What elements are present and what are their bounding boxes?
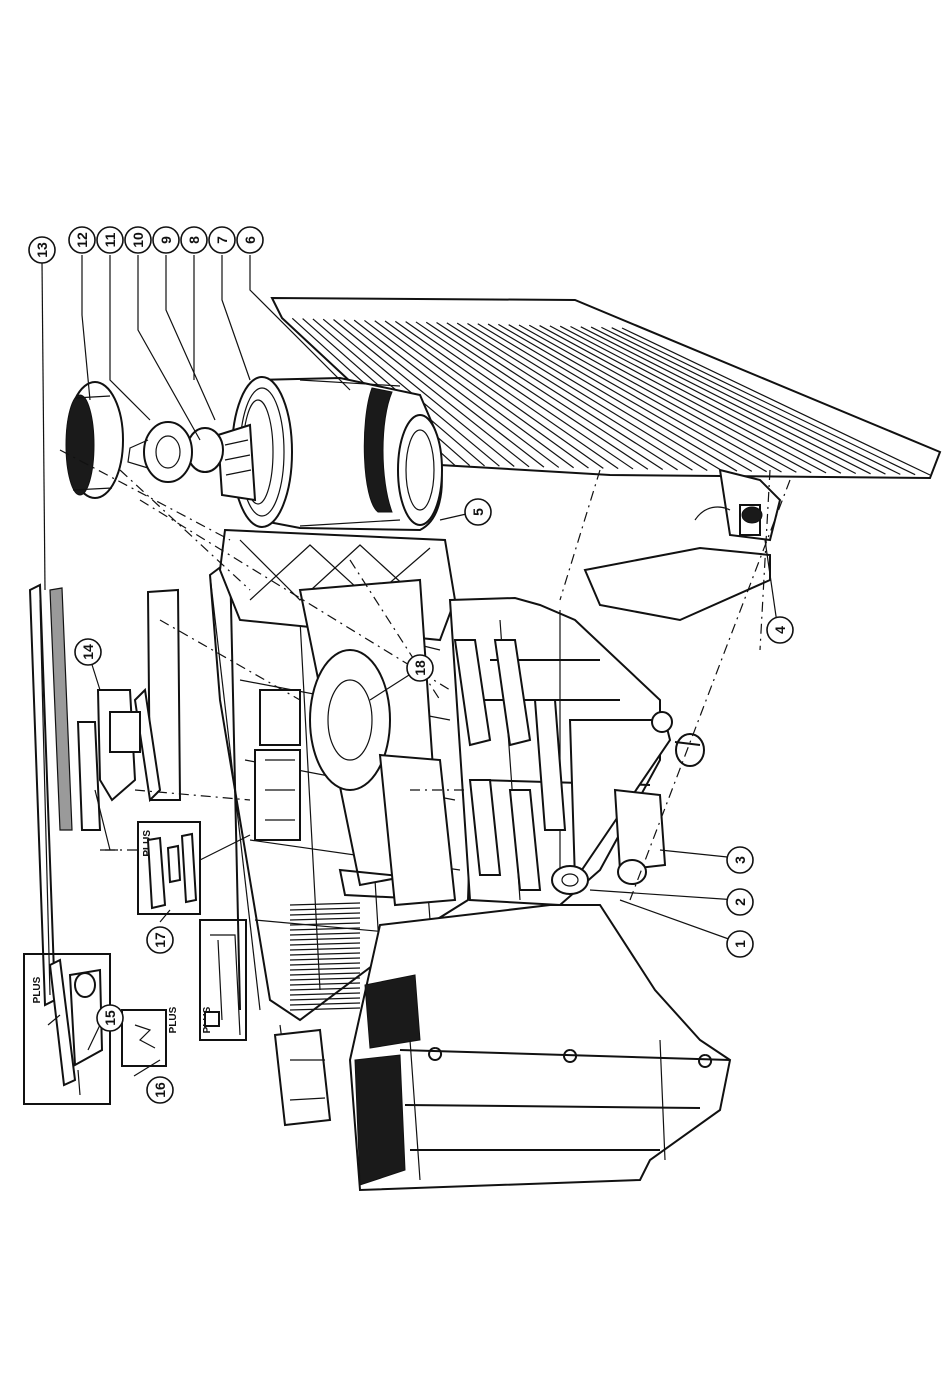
- callout-18-label: 18: [412, 660, 428, 676]
- callout-16-label: 16: [152, 1082, 168, 1098]
- callout-10: 10: [125, 227, 151, 253]
- callout-2-label: 2: [732, 898, 748, 906]
- callout-10-label: 10: [130, 232, 146, 248]
- callout-14: 14: [75, 639, 101, 665]
- callout-12-label: 12: [74, 232, 90, 248]
- callout-9-label: 9: [158, 236, 174, 244]
- callout-11: 11: [97, 227, 123, 253]
- callout-14-label: 14: [80, 644, 96, 660]
- callout-15-label: 15: [102, 1010, 118, 1026]
- inset-16-tag: PLUS: [122, 1006, 179, 1066]
- callout-3: 3: [727, 847, 753, 873]
- inset-15-label: PLUS: [32, 976, 43, 1003]
- callout-17: 17: [147, 927, 173, 953]
- callout-13: 13: [29, 237, 55, 263]
- callout-2: 2: [727, 889, 753, 915]
- blower-housing-assembly: [232, 377, 442, 530]
- callout-5: 5: [465, 499, 491, 525]
- callout-15: 15: [97, 1005, 123, 1031]
- callout-11-label: 11: [102, 232, 118, 247]
- callout-1: 1: [727, 931, 753, 957]
- filter-drawer: [275, 1030, 330, 1125]
- callout-8-label: 8: [186, 236, 202, 244]
- electrical-bracket: [585, 470, 780, 620]
- callout-18: 18: [407, 655, 433, 681]
- front-panel: [350, 905, 730, 1190]
- callout-13-label: 13: [34, 242, 50, 258]
- callout-7: 7: [209, 227, 235, 253]
- callout-9: 9: [153, 227, 179, 253]
- blower-motor-assembly: [66, 382, 255, 500]
- inset-16-upper-label: PLUS: [168, 1006, 179, 1033]
- callout-16: 16: [147, 1077, 173, 1103]
- callout-12: 12: [69, 227, 95, 253]
- callout-17-label: 17: [152, 932, 168, 948]
- control-box: [255, 690, 300, 840]
- callout-8: 8: [181, 227, 207, 253]
- control-panel-parts: [78, 690, 140, 850]
- inset-15-box: PLUS: [24, 954, 110, 1104]
- callout-3-label: 3: [732, 856, 748, 864]
- callout-1-label: 1: [732, 940, 748, 948]
- callout-6: 6: [237, 227, 263, 253]
- filter-rails: [30, 585, 72, 1005]
- callout-4: 4: [767, 617, 793, 643]
- callout-4-label: 4: [772, 626, 788, 634]
- top-cover-panels: [135, 590, 180, 800]
- callout-7-label: 7: [214, 236, 230, 244]
- callout-5-label: 5: [470, 508, 486, 516]
- callout-6-label: 6: [242, 236, 258, 244]
- inset-17-box: PLUS: [138, 822, 250, 914]
